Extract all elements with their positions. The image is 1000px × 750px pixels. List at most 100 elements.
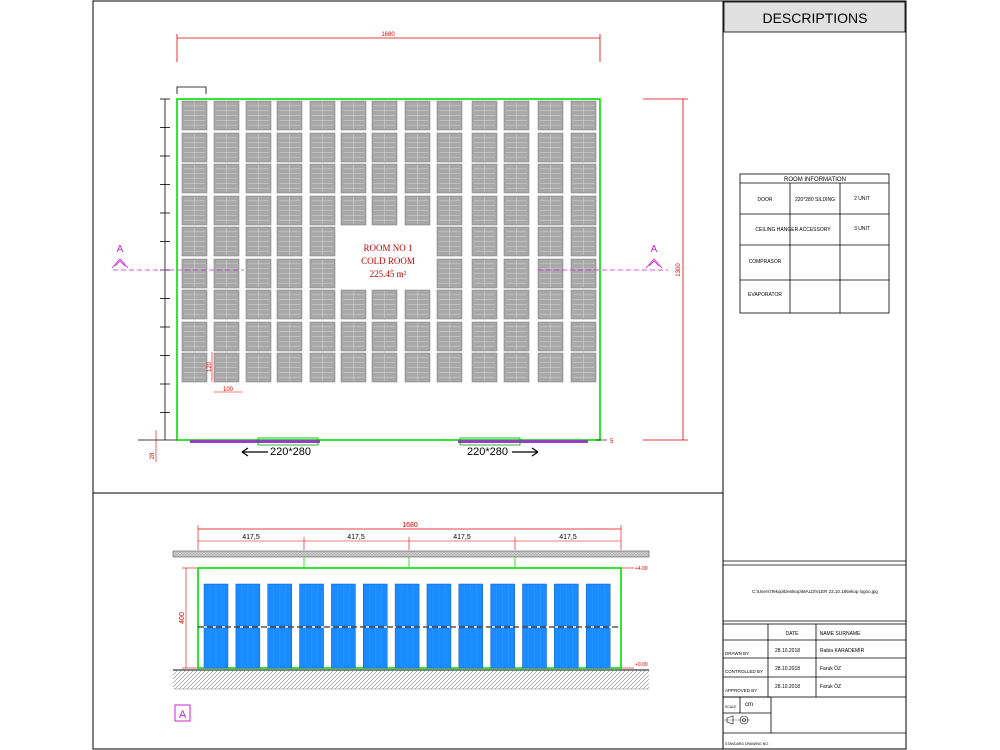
plan-pallet bbox=[436, 132, 463, 163]
plan-pallet bbox=[213, 195, 240, 226]
plan-pallet bbox=[503, 163, 530, 194]
section-marker-left: A bbox=[117, 244, 124, 255]
room-label-line3: 225.45 m² bbox=[370, 269, 407, 279]
left-tick-ruler bbox=[160, 98, 170, 440]
plan-pallet bbox=[436, 100, 463, 131]
elev-total-dim: 1680 bbox=[402, 522, 418, 529]
elev-pallet bbox=[235, 583, 261, 669]
plan-pallet bbox=[340, 100, 367, 131]
elev-pallet bbox=[522, 583, 547, 669]
plan-pallet bbox=[471, 352, 498, 383]
plan-pallet bbox=[276, 289, 303, 320]
plan-pallet bbox=[371, 163, 398, 194]
elev-seg-dim-2: 417,5 bbox=[347, 534, 365, 541]
plan-pallet bbox=[371, 195, 398, 226]
door-right bbox=[458, 440, 588, 443]
plan-pallet bbox=[245, 352, 272, 383]
plan-pallet bbox=[537, 321, 564, 352]
plan-pallet bbox=[245, 100, 272, 131]
elev-pallet bbox=[458, 583, 484, 669]
room-label-line1: ROOM NO 1 bbox=[363, 243, 412, 253]
plan-pallet bbox=[404, 321, 431, 352]
plan-pallet bbox=[471, 258, 498, 289]
elev-pallet bbox=[554, 583, 579, 669]
row-comprasor-label: COMPRASOR bbox=[749, 259, 782, 265]
plan-pallet bbox=[471, 163, 498, 194]
row-ceiling-qty: 3 UNIT bbox=[854, 226, 870, 232]
row-door-value: 220*280 SILDING bbox=[795, 197, 835, 203]
plan-pallet bbox=[570, 352, 597, 383]
plan-pallet bbox=[436, 289, 463, 320]
plan-pallet bbox=[503, 352, 530, 383]
wall-dim: 28 bbox=[150, 452, 156, 459]
controlled-by-date: 28.10.2018 bbox=[775, 666, 800, 672]
plan-pallet bbox=[570, 321, 597, 352]
plan-pallet bbox=[309, 226, 336, 257]
controlled-by-name: Faruk ÖZ bbox=[820, 665, 841, 672]
plan-pallet bbox=[471, 100, 498, 131]
plan-pallet bbox=[309, 352, 336, 383]
standard-drawing-label: STANDARD DRAWING NO : bbox=[725, 742, 770, 746]
controlled-by-label: CONTROLLED BY bbox=[725, 669, 763, 674]
plan-pallet bbox=[537, 289, 564, 320]
file-path: C:\Users\Tekop\Desktop\MALDİVLER 23.10.1… bbox=[752, 588, 878, 594]
row-ceiling-label: CEILING HANGER ACCESSORY bbox=[755, 227, 831, 233]
elev-pallet bbox=[267, 583, 292, 669]
plan-pallet bbox=[181, 226, 208, 257]
plan-pallet bbox=[181, 258, 208, 289]
ceiling-beam bbox=[172, 550, 650, 558]
row-door-qty: 2 UNIT bbox=[854, 196, 870, 202]
elev-seg-dim-4: 417,5 bbox=[559, 534, 577, 541]
projection-symbol-icon bbox=[724, 715, 750, 725]
sheet-border bbox=[92, 0, 907, 750]
elev-bottom-level: +0.00 bbox=[635, 662, 648, 668]
drawn-by-date: 28.10.2018 bbox=[775, 648, 800, 654]
plan-pallet bbox=[404, 352, 431, 383]
plan-pallet bbox=[245, 321, 272, 352]
approved-by-name: Faruk ÖZ bbox=[820, 683, 841, 690]
plan-pallet bbox=[309, 195, 336, 226]
plan-width-dim: 1680 bbox=[381, 32, 395, 38]
door-left-label: 220*280 bbox=[270, 446, 311, 458]
plan-pallet bbox=[404, 100, 431, 131]
room-label-line2: COLD ROOM bbox=[361, 256, 415, 266]
approved-by-label: APPROVED BY bbox=[725, 688, 757, 693]
row-door-label: DOOR bbox=[758, 197, 773, 203]
elev-pallet bbox=[203, 583, 229, 669]
plan-pallet bbox=[471, 289, 498, 320]
plan-pallet bbox=[340, 195, 367, 226]
plan-pallet bbox=[340, 132, 367, 163]
plan-pallet bbox=[371, 132, 398, 163]
plan-pallet bbox=[245, 132, 272, 163]
plan-pallet bbox=[471, 132, 498, 163]
plan-pallet bbox=[340, 289, 367, 320]
plan-pallet bbox=[213, 289, 240, 320]
scale-label: SCALE bbox=[725, 705, 737, 709]
plan-pallet bbox=[503, 100, 530, 131]
plan-pallet bbox=[503, 226, 530, 257]
pallet-width-dim: 100 bbox=[223, 387, 234, 393]
drawn-by-name: Rabia KARADEMİR bbox=[820, 647, 865, 654]
plan-pallet bbox=[570, 195, 597, 226]
plan-pallet bbox=[471, 195, 498, 226]
descriptions-title: DESCRIPTIONS bbox=[762, 10, 867, 26]
plan-pallet bbox=[404, 163, 431, 194]
plan-pallet bbox=[570, 226, 597, 257]
plan-pallet bbox=[245, 258, 272, 289]
plan-pallet bbox=[404, 289, 431, 320]
elev-pallet bbox=[394, 583, 420, 669]
plan-pallet bbox=[309, 163, 336, 194]
plan-pallet bbox=[537, 132, 564, 163]
plan-pallet bbox=[503, 321, 530, 352]
section-marker-right: A bbox=[651, 244, 658, 255]
plan-pallet bbox=[537, 163, 564, 194]
plan-view: 1680 1300 ROOM NO 1 COLD ROOM 225.45 m² … bbox=[111, 32, 688, 462]
plan-pallet bbox=[404, 132, 431, 163]
plan-pallet bbox=[276, 352, 303, 383]
plan-pallet bbox=[570, 258, 597, 289]
plan-pallet bbox=[570, 289, 597, 320]
plan-pallet bbox=[436, 321, 463, 352]
plan-pallet bbox=[503, 258, 530, 289]
plan-pallet bbox=[309, 321, 336, 352]
plan-pallet bbox=[371, 100, 398, 131]
